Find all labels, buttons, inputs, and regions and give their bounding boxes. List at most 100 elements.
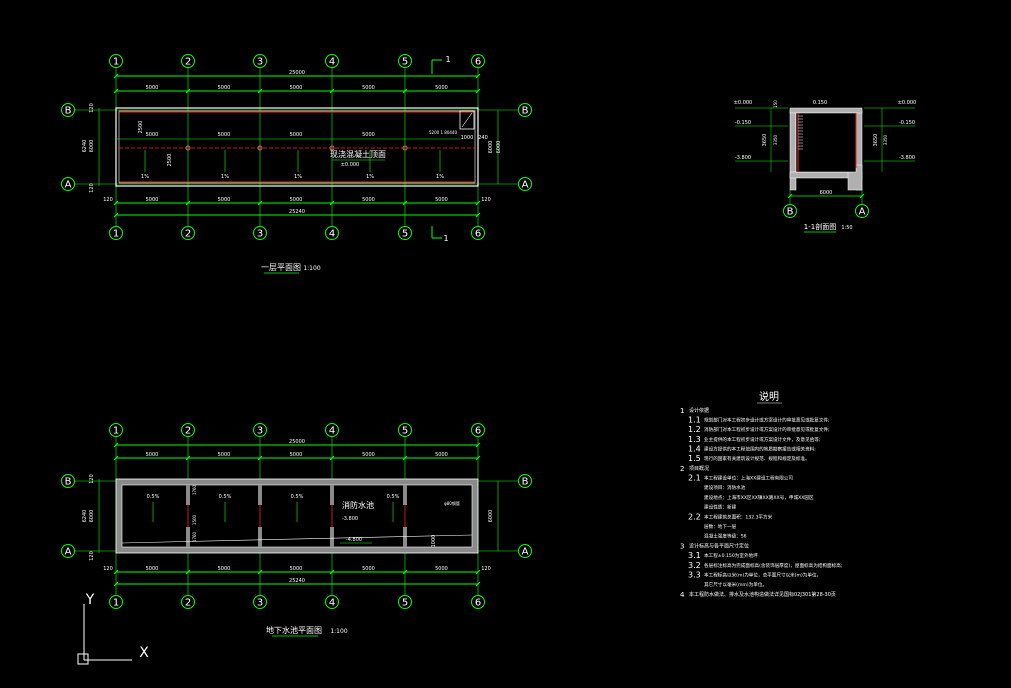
section-width-dim: 6000 — [820, 190, 833, 196]
dimension-tick — [257, 200, 263, 206]
section-title: 1-1剖面图 — [804, 222, 836, 231]
pool-pier-top-4 — [403, 485, 407, 505]
note-text-13: 层数：地下一层 — [704, 523, 737, 530]
note-text-4: 业主提供的本工程初步设计或方案设计文件，及意见函等; — [704, 436, 821, 443]
dimension-tick — [113, 212, 119, 218]
grid-bubble-bottom-6-circle — [471, 226, 485, 240]
row-bubble-right-b-circle — [518, 103, 532, 117]
pool-left-dim-4: 120 — [89, 551, 95, 561]
slope-label-1: 1% — [141, 174, 149, 180]
slope-label-2: 1% — [221, 174, 229, 180]
pool-elevation: -3.800 — [342, 516, 358, 522]
bottom-span-dim-1: 5000 — [146, 197, 159, 203]
note-number-4: 1.3 — [688, 435, 701, 444]
pool-row-bubble-right-b-circle — [518, 474, 532, 488]
overall-dim-bottom: 25240 — [289, 209, 305, 215]
left-inner-dim-2: 2500 — [138, 121, 144, 134]
dimension-tick — [329, 569, 335, 575]
note-text-8: 本工程建设单位：上海XX建设工程有限公司 — [704, 475, 793, 482]
dimension-tick — [402, 200, 408, 206]
pool-grid-bubble-bottom-3-label: 3 — [257, 598, 263, 609]
access-hatch-diagonal — [461, 112, 473, 128]
section-top-slab — [789, 107, 863, 114]
inner-span-dim-1: 5000 — [146, 132, 159, 138]
section-depth-right: 3650 — [873, 134, 879, 147]
dimension-tick — [113, 73, 119, 79]
dimension-tick — [475, 581, 481, 587]
dimension-tick — [475, 200, 481, 206]
pool-grid-bubble-top-3-circle — [253, 423, 267, 437]
row-bubble-left-a-circle — [61, 177, 75, 191]
pool-pier-bottom-4 — [403, 527, 407, 547]
dimension-tick — [475, 569, 481, 575]
note-text-3: 消防部门对本工程初步设计或方案设计的审批意见或批复文件; — [704, 426, 830, 433]
access-detail-text: 5200 1 80440 — [429, 130, 457, 135]
dimension-tick — [402, 569, 408, 575]
bottom-span-dim-4: 5000 — [362, 197, 375, 203]
pool-slope-label-1: 0.5% — [147, 494, 160, 500]
section-elev-top-right: ±0.000 — [898, 100, 917, 106]
section-small-dim-1: 150 — [773, 100, 778, 108]
note-number-6: 1.5 — [688, 454, 701, 463]
building-outline — [115, 107, 479, 187]
grid-bubble-bottom-1-circle — [109, 226, 123, 240]
section-elev-2-right: -0.150 — [899, 120, 915, 126]
grid-bubble-top-1-label: 1 — [113, 57, 119, 68]
dimension-tick — [257, 569, 263, 575]
grid-bubble-top-2-circle — [181, 54, 195, 68]
grid-bubble-bottom-4-circle — [325, 226, 339, 240]
grid-bubble-top-3-circle — [253, 54, 267, 68]
grid-bubble-bottom-3-circle — [253, 226, 267, 240]
pool-top-span-dim-4: 5000 — [362, 452, 375, 458]
note-text-18: 本工程标高以米(m)为单位，总平面尺寸以米(m)为单位， — [704, 571, 821, 578]
note-number-3: 1.2 — [688, 425, 701, 434]
pool-low-elevation: -4.800 — [346, 537, 362, 543]
dimension-tick — [113, 200, 119, 206]
column-marker-4 — [402, 145, 408, 151]
pool-top-span-dim-5: 5000 — [435, 452, 448, 458]
pool-pier-top-3 — [330, 485, 334, 505]
ucs-axis-icon: YX — [77, 592, 149, 665]
pit-dim-1: 1760 — [192, 484, 197, 495]
pool-overall-dim-top: 25000 — [289, 439, 305, 445]
top-span-dim-3: 5000 — [290, 85, 303, 91]
note-text-2: 规划部门对本工程初步设计或方案设计的审批意见或批复文件; — [704, 417, 830, 424]
section-elev-2-left: -0.150 — [735, 120, 751, 126]
pool-top-span-dim-2: 5000 — [218, 452, 231, 458]
pool-grid-bubble-bottom-5-label: 5 — [402, 598, 408, 609]
grid-bubble-bottom-2-circle — [181, 226, 195, 240]
pool-bottom-span-dim-1: 5000 — [146, 566, 159, 572]
section-small-dim-3: 3350 — [883, 134, 888, 145]
top-span-dim-2: 5000 — [218, 85, 231, 91]
section-bubble-a-label: A — [859, 207, 866, 218]
pool-top-span-dim-3: 5000 — [290, 452, 303, 458]
inner-span-dim-3: 5000 — [290, 132, 303, 138]
grid-bubble-bottom-1-label: 1 — [113, 229, 119, 240]
pool-left-dim-1: 120 — [89, 474, 95, 484]
pool-grid-bubble-bottom-4-circle — [325, 595, 339, 609]
ucs-x-label: X — [139, 645, 149, 661]
pool-right-dim: 6000 — [488, 510, 494, 523]
left-dim-3: 6000 — [89, 140, 95, 153]
note-text-11: 建设性质：新建 — [704, 503, 737, 510]
left-dim-2: 6240 — [82, 140, 88, 153]
slope-label-5: 1% — [436, 174, 444, 180]
pool-grid-bubble-bottom-3-circle — [253, 595, 267, 609]
pool-grid-bubble-top-1-label: 1 — [113, 426, 119, 437]
note-text-6: 现行的国家有关建筑设计规范、规程和规定及标准。 — [704, 455, 810, 462]
access-dim-2: 240 — [478, 135, 488, 141]
pool-grid-bubble-top-4-label: 4 — [329, 426, 335, 437]
pool-slope-label-3: 0.5% — [291, 494, 304, 500]
pool-edge-dim-left: 120 — [103, 566, 113, 572]
room-label: 现浇混凝土顶面 — [330, 149, 386, 159]
section-1-1[interactable]: ±0.000-0.150-3.800±0.000-0.150-3.8003650… — [734, 100, 917, 233]
note-number-2: 1.1 — [688, 416, 701, 425]
row-bubble-right-a-label: A — [522, 180, 529, 191]
dimension-tick — [402, 88, 408, 94]
section-cut-label-top: 1 — [445, 55, 450, 64]
pool-grid-bubble-top-5-label: 5 — [402, 426, 408, 437]
